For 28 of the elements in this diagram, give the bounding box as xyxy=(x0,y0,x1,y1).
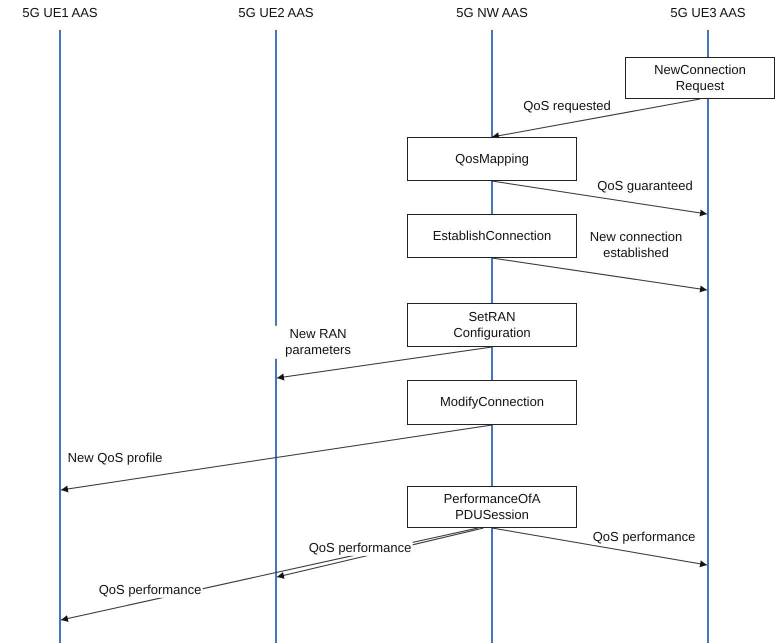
edge-label: QoS performance xyxy=(98,582,202,598)
edge-label: QoS requested xyxy=(522,98,612,114)
activity-box xyxy=(407,137,577,181)
edge-label: New QoS profile xyxy=(66,450,164,466)
message-arrow xyxy=(492,528,708,568)
activity-label: QosMapping xyxy=(455,150,529,168)
activity-box xyxy=(407,214,577,258)
message-arrow xyxy=(492,258,708,292)
activity-label: ModifyConnection xyxy=(440,394,544,411)
lifeline-header: 5G UE3 AAS xyxy=(670,5,746,20)
activity-box xyxy=(625,57,775,99)
message-arrow xyxy=(60,424,492,492)
lifeline-header: 5G UE2 AAS xyxy=(238,5,314,20)
activity-box xyxy=(407,303,577,347)
activity-label: EstablishConnection xyxy=(432,228,552,244)
message-arrow xyxy=(492,180,708,216)
activity-label: NewConnection Request xyxy=(653,62,747,94)
edge-label: QoS guaranteed xyxy=(596,178,694,194)
lifeline-header: 5G UE1 AAS xyxy=(22,5,98,20)
activity-label: SetRAN Configuration xyxy=(452,308,532,342)
edge-label: QoS performance xyxy=(592,528,696,546)
activity-box xyxy=(407,380,577,425)
message-arrow xyxy=(276,346,492,380)
message-arrow xyxy=(492,98,700,140)
lifeline-header: 5G NW AAS xyxy=(456,5,528,20)
activity-box xyxy=(407,486,577,528)
edge-label: QoS performance xyxy=(308,540,412,556)
activity-label: PerformanceOfA PDUSession xyxy=(442,490,542,524)
